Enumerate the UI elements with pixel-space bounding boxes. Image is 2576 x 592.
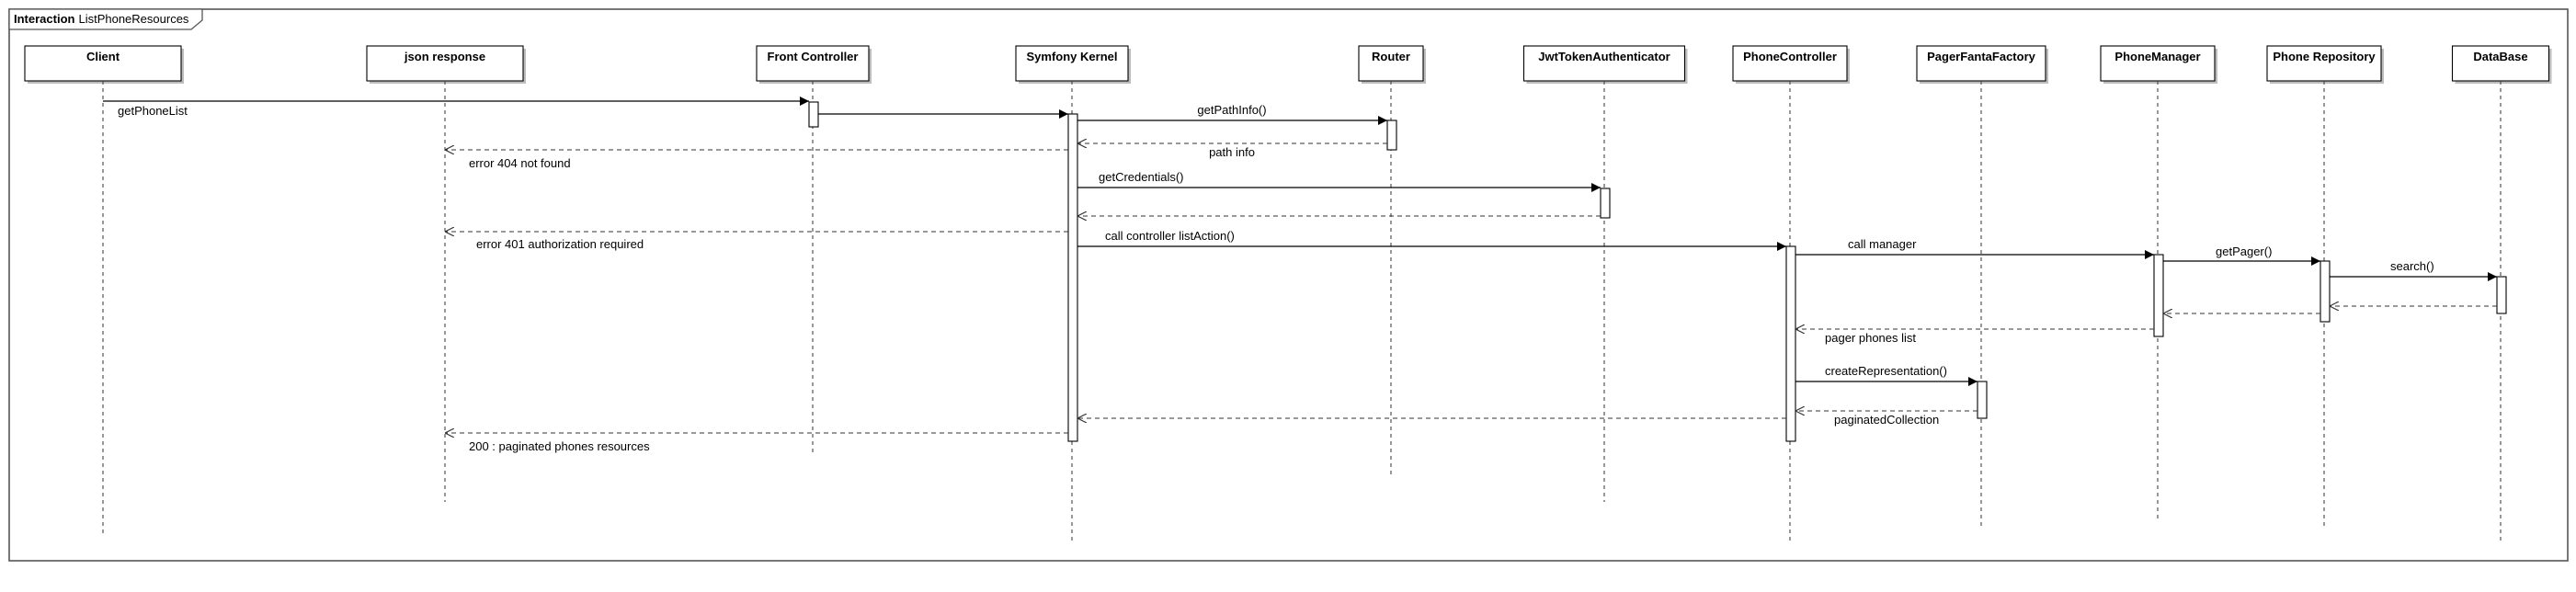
- activation-bar-router: [1386, 120, 1397, 151]
- lifeline-front: Front Controller: [756, 45, 872, 452]
- lifeline-name-repo: Phone Repository: [2273, 50, 2376, 63]
- lifeline-head-phonectrl: [1732, 45, 1848, 82]
- activation-bar-pager: [1977, 381, 1988, 419]
- lifeline-json: json response: [366, 45, 526, 502]
- lifeline-head-client: [24, 45, 182, 82]
- return-message-router-to-kernel: path info: [1077, 143, 1387, 159]
- return-message-kernel-to-json: error 401 authorization required: [445, 232, 1068, 251]
- return-message-phonemgr-to-phonectrl: pager phones list: [1795, 329, 2154, 345]
- return-message-kernel-to-json: 200 : paginated phones resources: [445, 433, 1068, 453]
- lifeline-jwt: JwtTokenAuthenticator: [1522, 45, 1688, 502]
- message-phonectrl-to-pager: createRepresentation(): [1795, 364, 1978, 386]
- message-phonectrl-to-phonemgr: call manager: [1795, 237, 2154, 259]
- lifeline-head-router: [1358, 45, 1424, 82]
- message-label: getPathInfo(): [1197, 103, 1266, 117]
- lifeline-name-phonectrl: PhoneController: [1743, 50, 1837, 63]
- activation-bar-phonectrl: [1785, 245, 1796, 442]
- message-kernel-to-phonectrl: call controller listAction(): [1077, 229, 1786, 251]
- lifeline-head-phonemgr: [2100, 45, 2216, 82]
- message-label: getPhoneList: [118, 104, 188, 118]
- message-label: call manager: [1848, 237, 1917, 251]
- activation-bar-db: [2496, 276, 2507, 314]
- lifeline-name-db: DataBase: [2473, 50, 2527, 63]
- message-label: path info: [1209, 145, 1255, 159]
- lifeline-head-front: [756, 45, 870, 82]
- message-kernel-to-jwt: getCredentials(): [1077, 170, 1601, 192]
- lifeline-head-json: [366, 45, 524, 82]
- message-label: pager phones list: [1825, 331, 1916, 345]
- activation-bar-phonemgr: [2153, 254, 2164, 337]
- activation-bars: [808, 101, 2507, 442]
- interaction-frame-tab: [8, 8, 203, 30]
- activation-bar-kernel: [1067, 113, 1078, 442]
- activation-bar-repo: [2320, 260, 2331, 323]
- lifeline-name-pager: PagerFantaFactory: [1927, 50, 2036, 63]
- message-label: search(): [2390, 259, 2434, 273]
- lifeline-name-kernel: Symfony Kernel: [1027, 50, 1118, 63]
- activation-bar-front: [808, 101, 819, 128]
- return-message-kernel-to-json: error 404 not found: [445, 150, 1068, 170]
- lifeline-name-phonemgr: PhoneManager: [2114, 50, 2200, 63]
- lifeline-head-kernel: [1015, 45, 1129, 82]
- activation-bar-jwt: [1600, 188, 1611, 219]
- lifeline-client: Client: [24, 45, 184, 535]
- lifeline-head-pager: [1916, 45, 2046, 82]
- lifeline-head-db: [2451, 45, 2550, 82]
- lifeline-pager: PagerFantaFactory: [1916, 45, 2048, 528]
- lifeline-name-json: json response: [404, 50, 485, 63]
- lifeline-head-jwt: [1522, 45, 1686, 82]
- message-label: call controller listAction(): [1105, 229, 1235, 243]
- message-label: error 401 authorization required: [476, 237, 644, 251]
- messages: getPhoneList getPathInfo() path info error …: [103, 97, 2497, 453]
- message-repo-to-db: search(): [2330, 259, 2497, 281]
- message-label: paginatedCollection: [1834, 413, 1939, 427]
- lifeline-name-client: Client: [86, 50, 120, 63]
- message-kernel-to-router: getPathInfo(): [1077, 103, 1387, 125]
- lifeline-repo: Phone Repository: [2266, 45, 2384, 528]
- return-message-pager-to-phonectrl: paginatedCollection: [1795, 411, 1978, 427]
- message-label: getCredentials(): [1099, 170, 1184, 184]
- lifeline-phonectrl: PhoneController: [1732, 45, 1850, 542]
- message-label: createRepresentation(): [1825, 364, 1947, 378]
- message-label: getPager(): [2216, 245, 2272, 258]
- lifeline-phonemgr: PhoneManager: [2100, 45, 2217, 522]
- lifeline-name-front: Front Controller: [768, 50, 859, 63]
- message-label: error 404 not found: [469, 156, 571, 170]
- message-label: 200 : paginated phones resources: [469, 439, 650, 453]
- lifelines: Client json response Front Controller Symfo…: [24, 45, 2552, 542]
- interaction-keyword: Interaction: [14, 12, 75, 26]
- lifeline-name-jwt: JwtTokenAuthenticator: [1538, 50, 1670, 63]
- message-client-to-front: getPhoneList: [103, 97, 809, 118]
- lifeline-db: DataBase: [2451, 45, 2552, 542]
- lifeline-head-repo: [2266, 45, 2382, 82]
- interaction-frame: [8, 8, 2569, 562]
- message-phonemgr-to-repo: getPager(): [2163, 245, 2320, 266]
- lifeline-name-router: Router: [1372, 50, 1410, 63]
- interaction-name: ListPhoneResources: [78, 12, 188, 26]
- lifeline-router: Router: [1358, 45, 1426, 476]
